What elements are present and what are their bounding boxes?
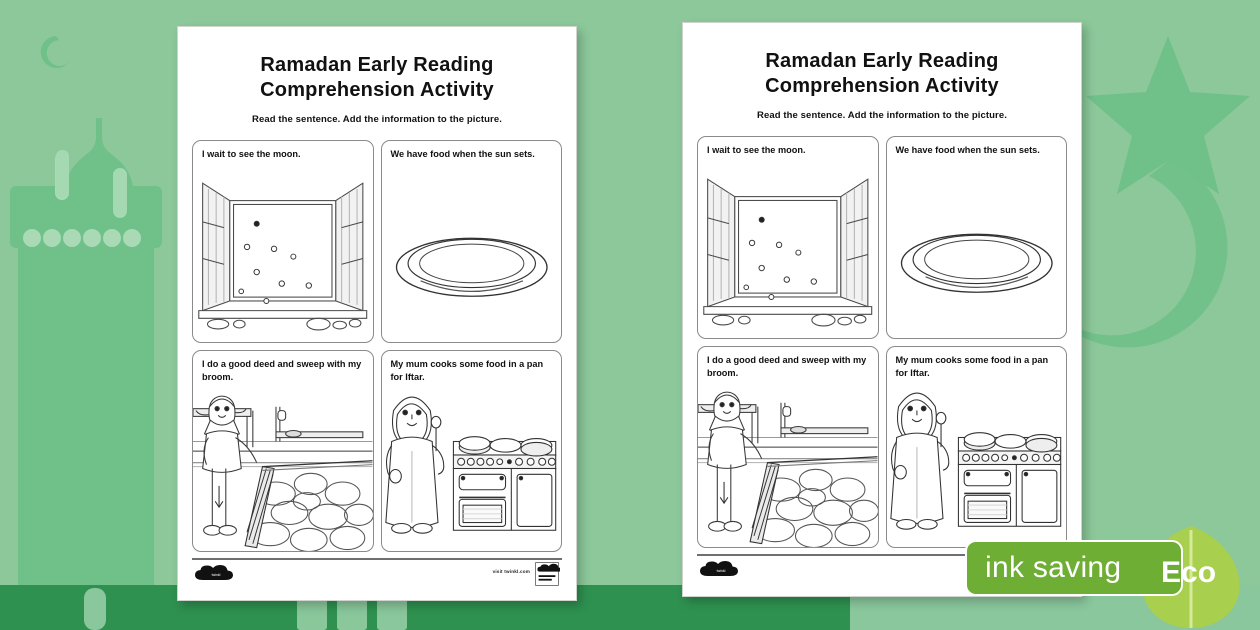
eco-badge: ink saving Eco [965,526,1260,628]
twinkl-mark-logo-icon [535,562,560,586]
panel-plate-text: We have food when the sun sets. [895,145,1040,155]
open-window-night-sky-stars-icon [193,141,373,342]
worksheet-page-right[interactable]: Ramadan Early Reading Comprehension Acti… [682,22,1082,597]
twinkl-cloud-logo-icon: twinkl [195,565,233,580]
twinkl-cloud-logo-icon: twinkl [700,561,738,576]
panel-moon-text: I wait to see the moon. [707,145,806,155]
activity-grid: I wait to see the moon. [192,140,562,552]
svg-text:twinkl: twinkl [717,569,726,573]
empty-plate-icon [382,141,562,342]
empty-plate-icon [887,137,1067,338]
activity-grid: I wait to see the moon. [697,136,1067,548]
panel-broom-text: I do a good deed and sweep with my broom… [707,354,867,378]
page-title-line2: Comprehension Activity [765,75,999,97]
page-title-line1: Ramadan Early Reading [260,54,494,76]
girl-sweeping-with-broom-icon [193,351,373,551]
woman-beside-cooker-icon [382,351,562,552]
panel-cooker[interactable]: My mum cooks some food in a pan for Ifta… [885,345,1067,548]
girl-sweeping-with-broom-icon [698,347,878,547]
svg-text:twinkl: twinkl [212,573,221,577]
eco-label: Eco [1161,556,1217,589]
panel-moon[interactable]: I wait to see the moon. [697,136,879,339]
footer-small-text: visit twinkl.com [492,569,530,574]
ink-saving-label: ink saving [985,551,1122,584]
ink-saving-pill: ink saving [965,540,1183,596]
page-title: Ramadan Early Reading Comprehension Acti… [697,49,1067,99]
page-title: Ramadan Early Reading Comprehension Acti… [192,53,562,103]
panel-broom-text: I do a good deed and sweep with my broom… [202,358,362,382]
panel-broom[interactable]: I do a good deed and sweep with my broom… [192,349,374,552]
worksheet-page-left[interactable]: Ramadan Early Reading Comprehension Acti… [177,26,577,601]
panel-plate-text: We have food when the sun sets. [390,149,535,159]
panel-broom[interactable]: I do a good deed and sweep with my broom… [697,345,879,548]
page-title-line2: Comprehension Activity [260,79,494,101]
crescent-moon-finial-left [40,36,70,68]
woman-beside-cooker-icon [887,347,1067,548]
page-title-line1: Ramadan Early Reading [765,50,999,72]
panel-cooker-text: My mum cooks some food in a pan for Ifta… [895,354,1049,378]
page-subtitle: Read the sentence. Add the information t… [252,114,502,125]
mosque-minaret-left [10,118,162,630]
star-icon [1086,36,1250,194]
panel-cooker-text: My mum cooks some food in a pan for Ifta… [390,358,544,382]
open-window-night-sky-stars-icon [698,137,878,338]
panel-moon-text: I wait to see the moon. [202,149,301,159]
page-subtitle: Read the sentence. Add the information t… [757,110,1007,121]
panel-plate[interactable]: We have food when the sun sets. [380,140,562,343]
worksheet-footer: twinkl visit twinkl.com [192,558,562,600]
panel-plate[interactable]: We have food when the sun sets. [885,136,1067,339]
panel-cooker[interactable]: My mum cooks some food in a pan for Ifta… [380,349,562,552]
panel-moon[interactable]: I wait to see the moon. [192,140,374,343]
